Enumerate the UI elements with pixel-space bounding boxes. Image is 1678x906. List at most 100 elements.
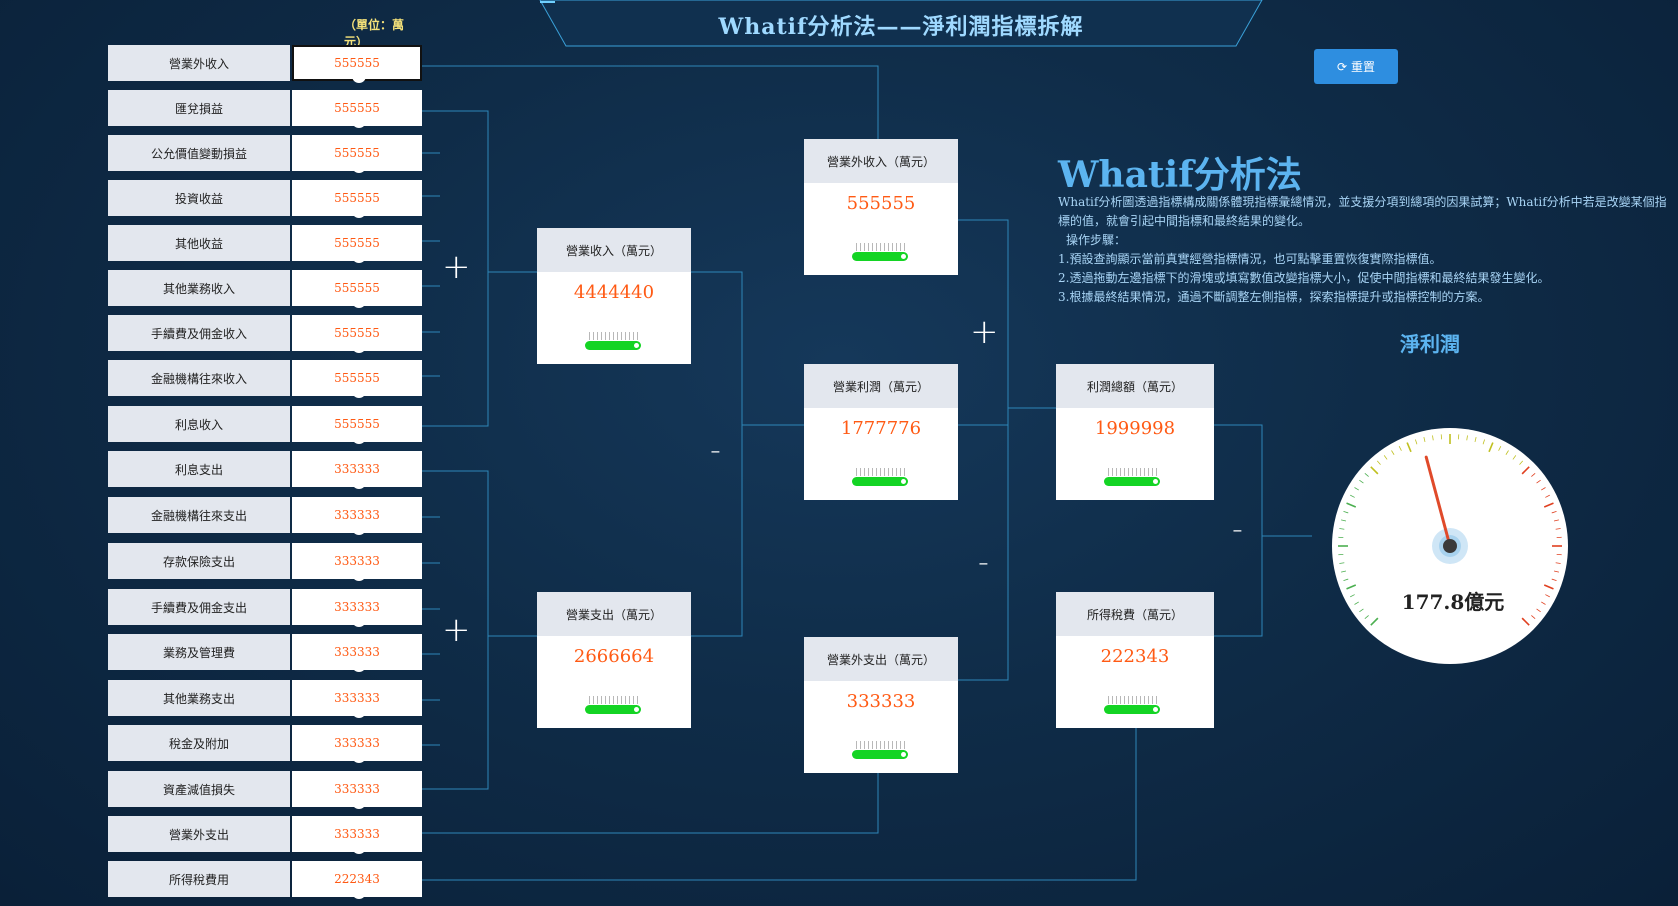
description-title: Whatif分析法: [1058, 154, 1302, 196]
slider-handle[interactable]: [352, 574, 366, 581]
card-value: 1777776: [840, 418, 922, 439]
gauge-tick: [1555, 528, 1561, 530]
gauge-tick: [1354, 487, 1359, 491]
gauge-tick: [1346, 502, 1357, 508]
input-row-value[interactable]: 333333: [292, 725, 422, 761]
slider-handle[interactable]: [352, 482, 366, 489]
slider[interactable]: [852, 750, 908, 759]
steps-title: 操作步驟：: [1066, 233, 1127, 247]
input-row-value[interactable]: 555555: [292, 180, 422, 216]
slider-handle[interactable]: [352, 121, 366, 128]
slider-handle[interactable]: [352, 620, 366, 627]
card-non-operating-income: 營業外收入（萬元） 555555: [804, 139, 958, 275]
input-row-value[interactable]: 333333: [292, 451, 422, 487]
slider-handle[interactable]: [352, 211, 366, 218]
slider-handle[interactable]: [352, 711, 366, 718]
gauge-tick: [1536, 479, 1541, 484]
slider-handle[interactable]: [352, 892, 366, 899]
card-label: 所得稅費（萬元）: [1056, 592, 1214, 636]
input-row-value[interactable]: 333333: [292, 771, 422, 807]
gauge-hub: [1443, 539, 1457, 553]
net-profit-gauge: [1332, 428, 1568, 664]
input-row-value[interactable]: 333333: [292, 589, 422, 625]
input-row-value[interactable]: 333333: [292, 543, 422, 579]
input-row-value[interactable]: 555555: [292, 270, 422, 306]
gauge-tick: [1536, 608, 1541, 613]
gauge-tick: [1376, 460, 1381, 465]
gauge-tick: [1545, 594, 1550, 598]
page-title: Whatif分析法——淨利潤指標拆解: [718, 14, 1084, 40]
step-2: 2.透過拖動左邊指標下的滑塊或填寫數值改變指標大小，促使中間指標和最終結果發生變…: [1058, 271, 1550, 285]
slider-handle[interactable]: [352, 756, 366, 763]
input-row-label: 公允價值變動損益: [108, 135, 290, 171]
input-row-label: 手續費及佣金收入: [108, 315, 290, 351]
input-row-value[interactable]: 555555: [292, 225, 422, 261]
slider-handle[interactable]: [352, 528, 366, 535]
slider-handle[interactable]: [352, 346, 366, 353]
slider-handle[interactable]: [352, 166, 366, 173]
input-row-label: 資產減值損失: [108, 771, 290, 807]
gauge-tick: [1553, 570, 1559, 573]
card-label: 營業外收入（萬元）: [804, 139, 958, 183]
input-row-label: 其他業務支出: [108, 680, 290, 716]
input-row-value[interactable]: 222343: [292, 861, 422, 897]
slider[interactable]: [852, 477, 908, 486]
gauge-tick: [1521, 466, 1530, 475]
slider[interactable]: [1104, 477, 1160, 486]
input-row-value[interactable]: 555555: [292, 360, 422, 396]
card-label: 利潤總額（萬元）: [1056, 364, 1214, 408]
slider[interactable]: [585, 341, 641, 350]
gauge-tick: [1406, 442, 1412, 453]
input-row-value[interactable]: 555555: [292, 90, 422, 126]
slider[interactable]: [852, 252, 908, 261]
plus-operator: +: [442, 610, 471, 650]
gauge-tick: [1359, 479, 1364, 484]
input-row-value[interactable]: 333333: [292, 680, 422, 716]
input-row-value[interactable]: 333333: [292, 634, 422, 670]
slider-handle[interactable]: [352, 391, 366, 398]
gauge-tick: [1543, 584, 1554, 590]
gauge-tick: [1341, 519, 1347, 522]
gauge-tick: [1350, 494, 1355, 498]
minus-operator: -: [978, 545, 989, 580]
gauge-tick: [1370, 617, 1379, 626]
gauge-tick: [1521, 617, 1530, 626]
gauge-tick: [1383, 455, 1388, 460]
step-3: 3.根據最終結果情況，通過不斷調整左側指標，探索指標提升或指標控制的方案。: [1058, 290, 1490, 304]
input-row-label: 業務及管理費: [108, 634, 290, 670]
slider-handle[interactable]: [352, 802, 366, 809]
input-row-value[interactable]: 333333: [292, 816, 422, 852]
gauge-tick: [1343, 578, 1349, 581]
slider-handle[interactable]: [352, 76, 366, 83]
slider[interactable]: [585, 705, 641, 714]
reset-button[interactable]: ⟳ 重置: [1314, 49, 1398, 84]
input-row-label: 利息支出: [108, 451, 290, 487]
input-row-value[interactable]: 555555: [292, 135, 422, 171]
slider-handle[interactable]: [352, 847, 366, 854]
gauge-tick: [1364, 472, 1369, 477]
slider-handle[interactable]: [352, 301, 366, 308]
slider-handle[interactable]: [352, 256, 366, 263]
slider-ticks: [856, 243, 908, 251]
card-value: 555555: [846, 193, 916, 214]
input-row-value[interactable]: 555555: [292, 406, 422, 442]
gauge-tick: [1519, 460, 1524, 465]
minus-operator: -: [710, 433, 721, 468]
input-row-value[interactable]: 555555: [292, 315, 422, 351]
slider-handle[interactable]: [352, 437, 366, 444]
slider[interactable]: [1104, 705, 1160, 714]
gauge-tick: [1531, 615, 1536, 620]
gauge-tick: [1553, 519, 1559, 522]
input-row-value[interactable]: 333333: [292, 497, 422, 533]
slider-handle[interactable]: [352, 665, 366, 672]
card-value: 1999998: [1094, 418, 1176, 439]
gauge-tick: [1545, 494, 1550, 498]
card-label: 營業利潤（萬元）: [804, 364, 958, 408]
input-row-label: 營業外支出: [108, 816, 290, 852]
gauge-needle: [1424, 455, 1452, 548]
gauge-tick: [1370, 466, 1379, 475]
